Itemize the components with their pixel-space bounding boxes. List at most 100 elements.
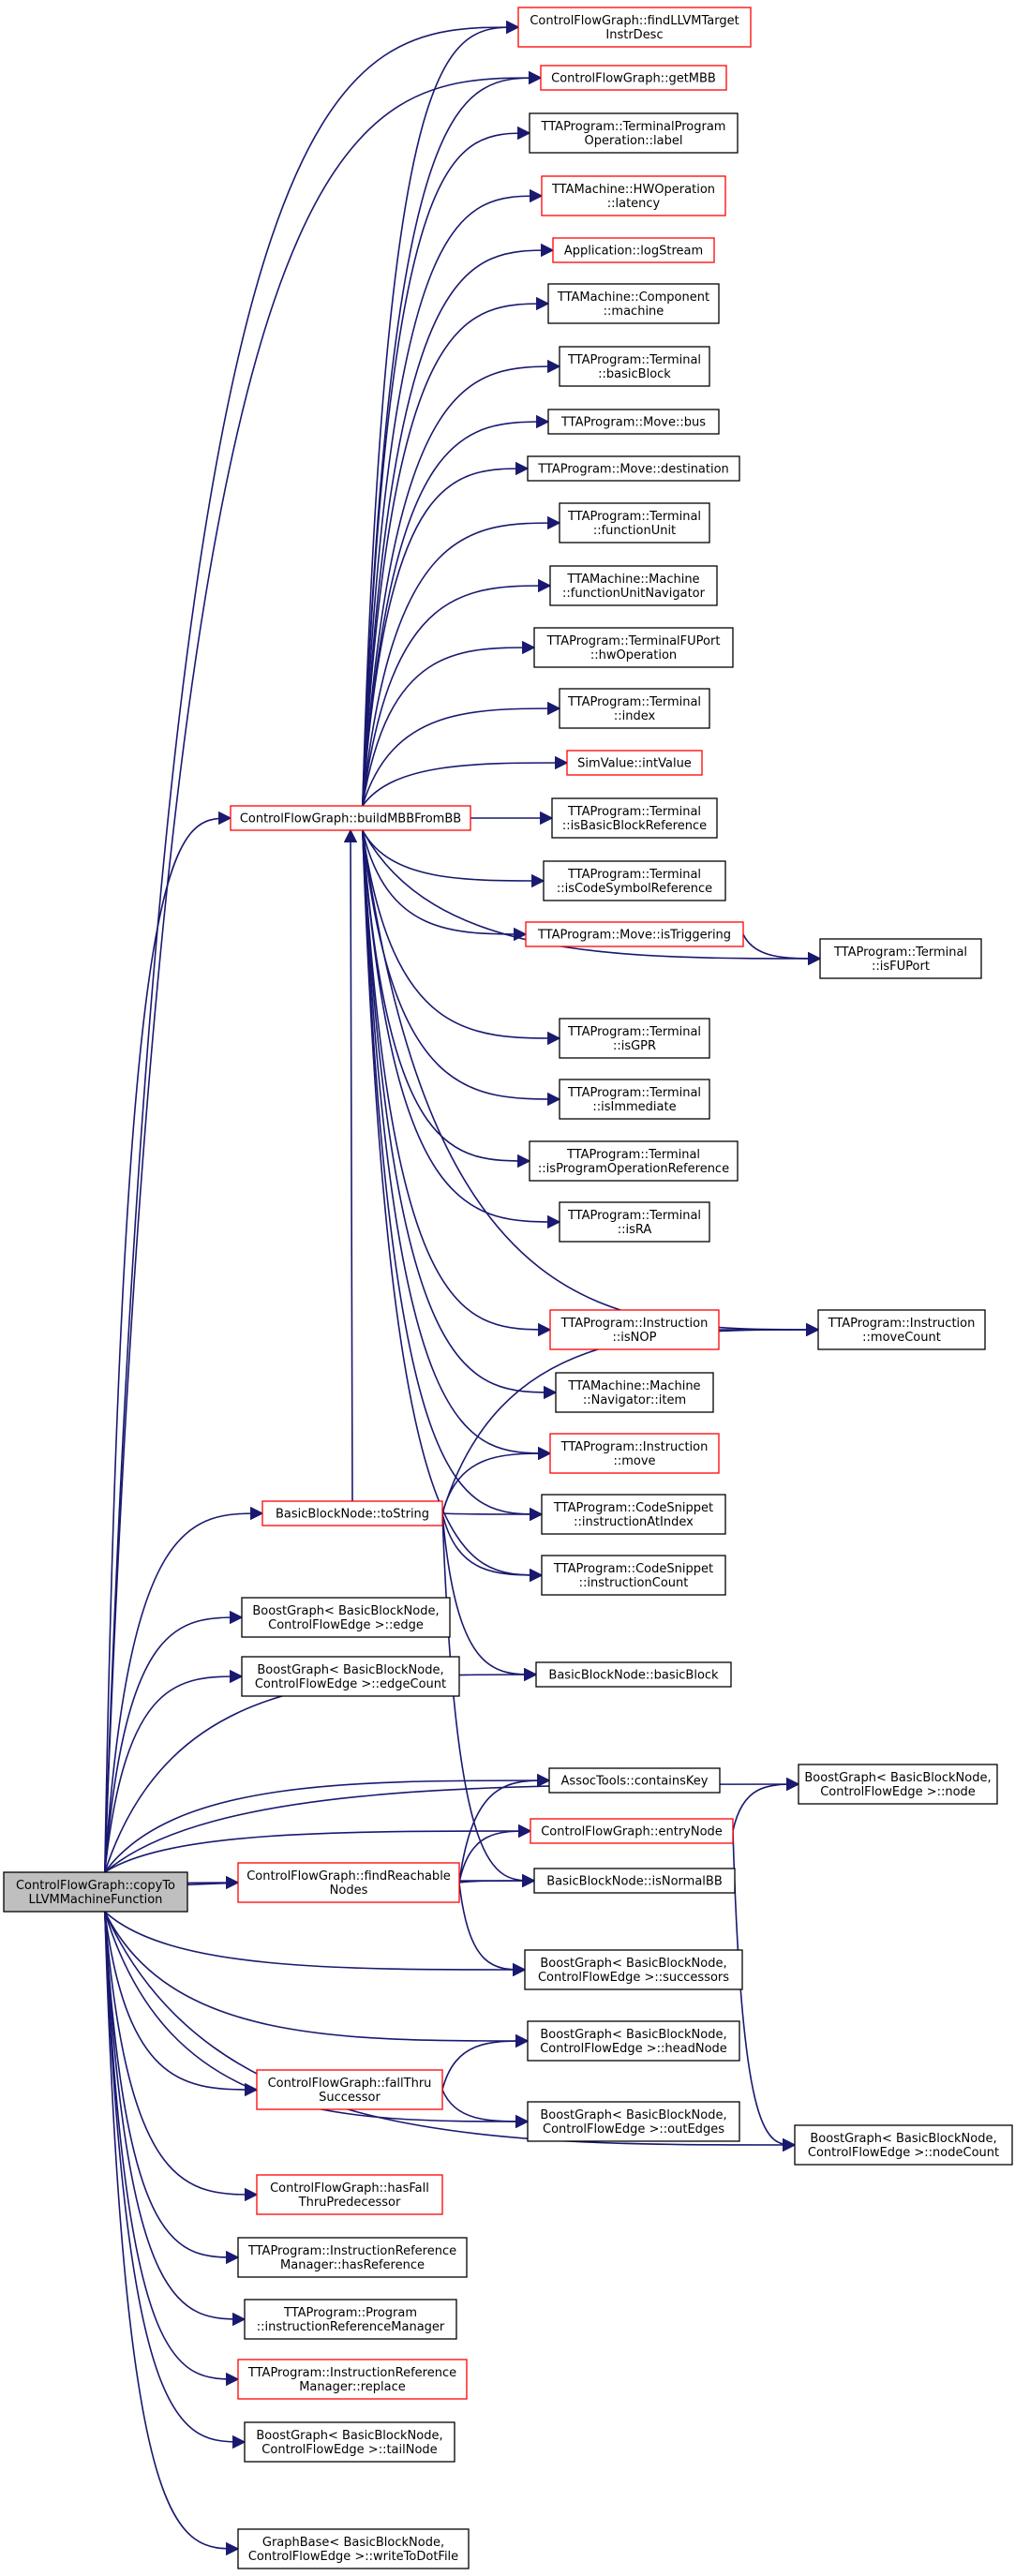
edge-copyTo-to-hasFallThru xyxy=(104,1911,259,2202)
node-label: TTAProgram::Terminal xyxy=(567,695,701,709)
edge-copyTo-to-entryNode xyxy=(104,1824,532,1873)
edge-copyTo-to-bgEdge xyxy=(104,1610,244,1873)
node-findLLVMTarget[interactable]: ControlFlowGraph::findLLVMTargetInstrDes… xyxy=(517,7,752,48)
node-label: ControlFlowGraph::findLLVMTarget xyxy=(530,14,739,28)
node-bgNode[interactable]: BoostGraph< BasicBlockNode,ControlFlowEd… xyxy=(798,1764,998,1805)
edge-entryNode-to-bgNode xyxy=(732,1777,800,1832)
edge-copyTo-to-buildMBB xyxy=(104,811,232,1873)
node-copyTo[interactable]: ControlFlowGraph::copyToLLVMMachineFunct… xyxy=(3,1871,188,1913)
node-label: ::instructionReferenceManager xyxy=(257,2320,445,2334)
node-bgOutEdges[interactable]: BoostGraph< BasicBlockNode,ControlFlowEd… xyxy=(527,2101,740,2142)
node-gbWriteDot[interactable]: GraphBase< BasicBlockNode,ControlFlowEdg… xyxy=(237,2528,470,2569)
node-bgEdgeCount[interactable]: BoostGraph< BasicBlockNode,ControlFlowEd… xyxy=(241,1656,460,1697)
node-label: ::isNOP xyxy=(613,1331,657,1345)
node-label: TTAProgram::Terminal xyxy=(567,805,701,819)
node-moveDestination[interactable]: TTAProgram::Move::destination xyxy=(527,455,740,482)
node-label: ::isRA xyxy=(618,1223,652,1237)
edge-fallThru-to-bgOutEdges xyxy=(441,2089,530,2129)
node-termIsProgOpRef[interactable]: TTAProgram::Terminal::isProgramOperation… xyxy=(529,1140,739,1182)
node-termIsCodeSym[interactable]: TTAProgram::Terminal::isCodeSymbolRefere… xyxy=(543,860,726,901)
node-entryNode[interactable]: ControlFlowGraph::entryNode xyxy=(530,1818,734,1844)
node-label: BoostGraph< BasicBlockNode, xyxy=(540,2028,726,2042)
node-box xyxy=(244,2299,457,2340)
node-label: BasicBlockNode::toString xyxy=(276,1508,429,1522)
node-box xyxy=(559,1018,710,1059)
node-box xyxy=(559,1201,710,1243)
node-termIsGPR[interactable]: TTAProgram::Terminal::isGPR xyxy=(559,1018,710,1059)
node-label: TTAProgram::Terminal xyxy=(566,1148,700,1162)
edge-copyTo-to-fallThru xyxy=(104,1911,259,2097)
node-box xyxy=(244,2421,455,2463)
node-termIsFUPort[interactable]: TTAProgram::Terminal::isFUPort xyxy=(819,938,982,979)
node-bgTailNode[interactable]: BoostGraph< BasicBlockNode,ControlFlowEd… xyxy=(244,2421,455,2463)
node-containsKey[interactable]: AssocTools::containsKey xyxy=(548,1767,721,1794)
node-csInstrCount[interactable]: TTAProgram::CodeSnippet::instructionCoun… xyxy=(541,1555,726,1596)
node-label: ControlFlowEdge >::outEdges xyxy=(543,2122,724,2137)
node-box xyxy=(541,1494,726,1535)
node-instrIsNOP[interactable]: TTAProgram::Instruction::isNOP xyxy=(549,1309,720,1350)
node-termIsBBRef[interactable]: TTAProgram::Terminal::isBasicBlockRefere… xyxy=(551,797,718,839)
node-box xyxy=(547,409,720,435)
node-box xyxy=(256,2069,443,2110)
node-moveBus[interactable]: TTAProgram::Move::bus xyxy=(547,409,720,435)
edge-bbToString-to-instrMoveCount xyxy=(441,1322,820,1514)
node-label: ::basicBlock xyxy=(598,367,671,381)
node-buildMBB[interactable]: ControlFlowGraph::buildMBBFromBB xyxy=(230,805,471,831)
edge-copyTo-to-bgSuccessors xyxy=(104,1911,527,1977)
node-termIsImmediate[interactable]: TTAProgram::Terminal::isImmediate xyxy=(559,1079,710,1120)
node-logStream[interactable]: Application::logStream xyxy=(552,237,715,263)
node-box xyxy=(555,1372,714,1413)
node-bbToString[interactable]: BasicBlockNode::toString xyxy=(261,1500,443,1526)
node-box xyxy=(817,1309,986,1350)
node-termIndex[interactable]: TTAProgram::Terminal::index xyxy=(559,688,710,729)
node-box xyxy=(549,565,718,606)
node-box xyxy=(256,2174,443,2215)
node-instrMove[interactable]: TTAProgram::Instruction::move xyxy=(549,1433,720,1474)
node-irmReplace[interactable]: TTAProgram::InstructionReferenceManager:… xyxy=(237,2359,468,2400)
edge-findReachable-to-bbIsNormalBB xyxy=(458,1873,536,1888)
node-box xyxy=(237,2237,468,2278)
node-instrMoveCount[interactable]: TTAProgram::Instruction::moveCount xyxy=(817,1309,986,1350)
node-bgHeadNode[interactable]: BoostGraph< BasicBlockNode,ControlFlowEd… xyxy=(527,2020,740,2062)
node-label: TTAProgram::TerminalFUPort xyxy=(546,634,721,648)
node-getMBB[interactable]: ControlFlowGraph::getMBB xyxy=(540,65,727,91)
node-termIsRA[interactable]: TTAProgram::Terminal::isRA xyxy=(559,1201,710,1243)
node-termProgOpLabel[interactable]: TTAProgram::TerminalProgramOperation::la… xyxy=(529,112,739,154)
node-label: ::functionUnit xyxy=(593,524,676,538)
edge-buildMBB-to-termIsCodeSym xyxy=(362,829,545,888)
node-termFunctionUnit[interactable]: TTAProgram::Terminal::functionUnit xyxy=(559,502,710,543)
edge-fallThru-to-bgHeadNode xyxy=(441,2033,530,2091)
node-machineNavItem[interactable]: TTAMachine::Machine::Navigator::item xyxy=(555,1372,714,1413)
node-bgNodeCount[interactable]: BoostGraph< BasicBlockNode,ControlFlowEd… xyxy=(794,2124,1013,2166)
node-irmHasRef[interactable]: TTAProgram::InstructionReferenceManager:… xyxy=(237,2237,468,2278)
node-label: TTAProgram::Instruction xyxy=(560,1440,709,1454)
node-label: ThruPredecessor xyxy=(298,2196,401,2210)
node-label: ControlFlowEdge >::successors xyxy=(538,1971,729,1985)
node-csInstrAtIndex[interactable]: TTAProgram::CodeSnippet::instructionAtIn… xyxy=(541,1494,726,1535)
node-componentMachine[interactable]: TTAMachine::Component::machine xyxy=(547,283,720,324)
node-bbIsNormalBB[interactable]: BasicBlockNode::isNormalBB xyxy=(533,1868,736,1894)
node-termBasicBlock[interactable]: TTAProgram::Terminal::basicBlock xyxy=(559,346,710,387)
node-bgEdge[interactable]: BoostGraph< BasicBlockNode,ControlFlowEd… xyxy=(241,1597,451,1638)
node-machineFUNav[interactable]: TTAMachine::Machine::functionUnitNavigat… xyxy=(549,565,718,606)
node-label: SimValue::intValue xyxy=(577,757,692,771)
node-label: TTAProgram::Terminal xyxy=(567,868,701,882)
node-label: ControlFlowGraph::getMBB xyxy=(551,72,716,86)
node-progIRM[interactable]: TTAProgram::Program::instructionReferenc… xyxy=(244,2299,457,2340)
node-label: Nodes xyxy=(330,1884,368,1898)
node-hwOpLatency[interactable]: TTAMachine::HWOperation::latency xyxy=(541,175,726,216)
node-box xyxy=(547,283,720,324)
node-label: LLVMMachineFunction xyxy=(29,1893,163,1907)
node-termFUPortHwOp[interactable]: TTAProgram::TerminalFUPort::hwOperation xyxy=(533,627,734,668)
edge-copyTo-to-bgEdgeCount xyxy=(104,1669,244,1873)
node-label: BasicBlockNode::isNormalBB xyxy=(546,1875,723,1889)
node-simIntValue[interactable]: SimValue::intValue xyxy=(566,750,703,776)
node-box xyxy=(261,1500,443,1526)
node-moveIsTriggering[interactable]: TTAProgram::Move::isTriggering xyxy=(525,921,744,947)
node-bbBasicBlock[interactable]: BasicBlockNode::basicBlock xyxy=(535,1661,732,1688)
node-bgSuccessors[interactable]: BoostGraph< BasicBlockNode,ControlFlowEd… xyxy=(524,1949,743,1990)
